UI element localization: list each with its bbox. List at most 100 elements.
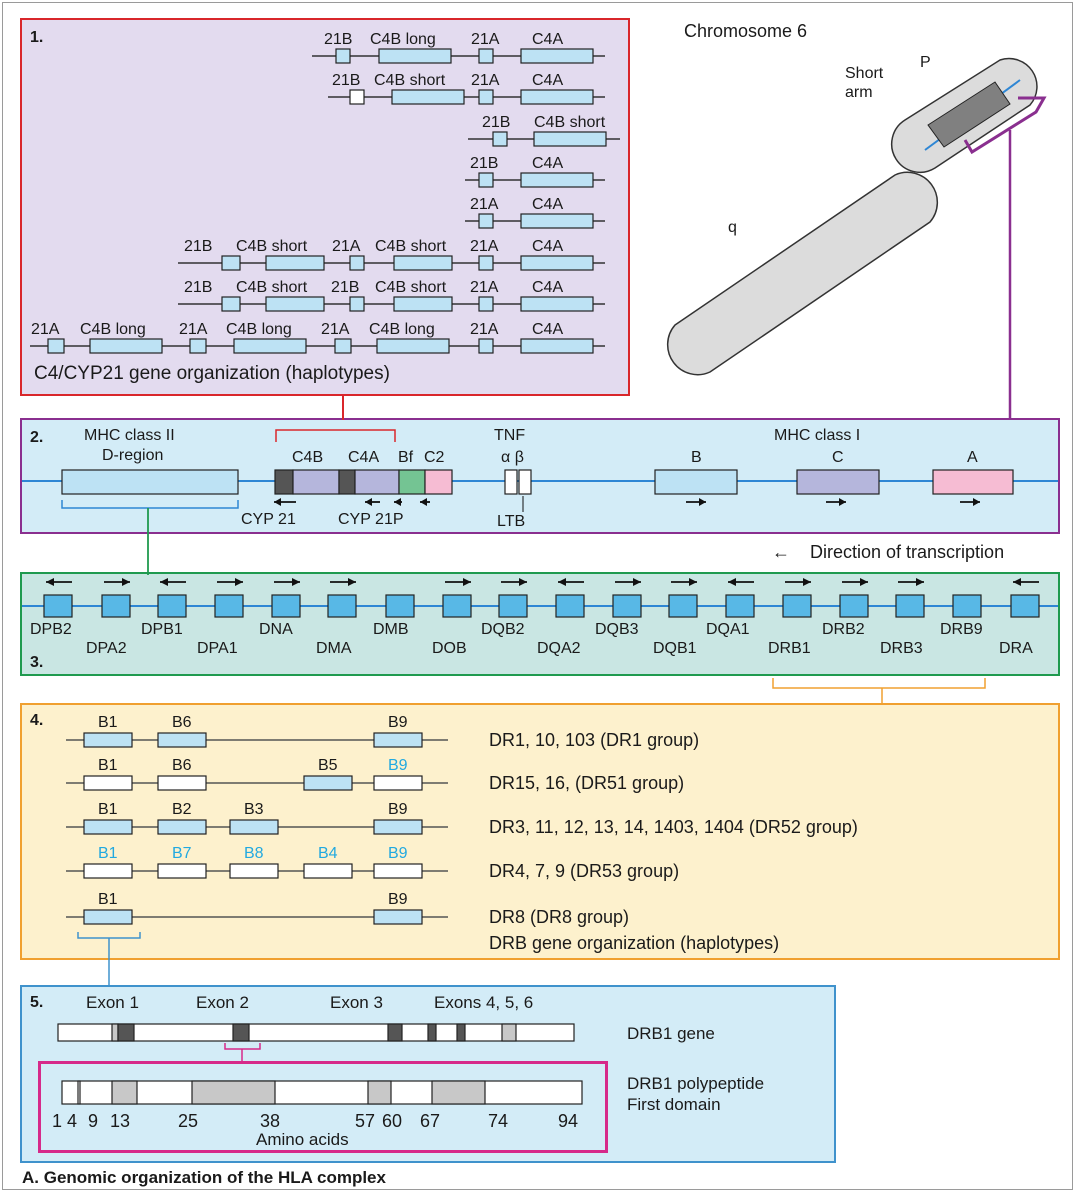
amino-acid-tick-1: 1	[52, 1112, 62, 1130]
exon-block	[233, 1024, 249, 1041]
drb-haplotype-text: DR15, 16, (DR51 group)	[489, 774, 684, 792]
amino-acid-tick-25: 25	[178, 1112, 198, 1130]
drb-gene-label-b9: B9	[388, 892, 408, 908]
amino-acids-label: Amino acids	[256, 1131, 349, 1148]
polypeptide-bar	[62, 1081, 582, 1104]
class2-gene-box	[726, 595, 754, 617]
gene-label-21a: 21A	[471, 72, 500, 89]
gene-label-21b: 21B	[482, 114, 510, 131]
gene-box-21b	[336, 49, 350, 63]
gene-label-21b: 21B	[332, 72, 360, 89]
chromosome-title: Chromosome 6	[684, 22, 807, 40]
drb-haplotype-text: DR1, 10, 103 (DR1 group)	[489, 731, 699, 749]
arrowhead	[558, 578, 566, 586]
gene-label-21a: 21A	[31, 321, 60, 338]
bf-label: Bf	[398, 450, 413, 466]
drb-gene-box-b3	[230, 820, 278, 834]
gene-box-c4b-short	[394, 297, 452, 311]
panel-5-number: 5.	[30, 995, 43, 1011]
gene-label-drb9: DRB9	[940, 622, 983, 638]
gene-box-21b	[350, 90, 364, 104]
gene-box-21b	[493, 132, 507, 146]
gene-box-21a	[479, 90, 493, 104]
amino-acid-tick-67: 67	[420, 1112, 440, 1130]
c4b-label: C4B	[292, 450, 323, 466]
amino-acid-tick-4: 4	[67, 1112, 77, 1130]
drb-gene-box-b9	[374, 820, 422, 834]
gene-label-c4a: C4A	[532, 279, 563, 296]
gene-box-c4a	[521, 297, 593, 311]
gene-box-21b	[222, 297, 240, 311]
gene-label-c4a: C4A	[532, 155, 563, 172]
drb-gene-label-b9: B9	[388, 846, 408, 862]
drb-gene-label-b8: B8	[244, 846, 264, 862]
class2-gene-box	[556, 595, 584, 617]
drb-region-bracket	[773, 678, 985, 688]
gene-label-drb3: DRB3	[880, 641, 923, 657]
drb-gene-box-b1	[84, 910, 132, 924]
arrowhead	[292, 578, 300, 586]
drb1-gene-label: DRB1 gene	[627, 1025, 715, 1042]
arrowhead	[839, 498, 846, 506]
gene-label-21a: 21A	[470, 321, 499, 338]
gene-label-c4b-short: C4B short	[374, 72, 446, 89]
panel-2-number: 2.	[30, 430, 43, 446]
cyp21-label: CYP 21	[241, 512, 296, 528]
class2-gene-box	[896, 595, 924, 617]
drb-gene-label-b1: B1	[98, 758, 118, 774]
cyp21p-label: CYP 21P	[338, 512, 404, 528]
class2-gene-box	[953, 595, 981, 617]
gene-label-c4a: C4A	[532, 238, 563, 255]
drb-gene-label-b1: B1	[98, 715, 118, 731]
arrowhead	[274, 498, 281, 506]
class2-gene-box	[44, 595, 72, 617]
amino-acid-tick-60: 60	[382, 1112, 402, 1130]
gene-box-c4b-short	[392, 90, 464, 104]
exon-block	[502, 1024, 516, 1041]
hla-b-label: B	[691, 450, 702, 466]
gene-label-c4b-long: C4B long	[226, 321, 292, 338]
arrowhead	[463, 578, 471, 586]
drb-gene-label-b9: B9	[388, 802, 408, 818]
arrowhead	[46, 578, 54, 586]
figure-caption: A. Genomic organization of the HLA compl…	[22, 1169, 386, 1186]
gene-label-dpa2: DPA2	[86, 641, 127, 657]
d-region-box	[62, 470, 238, 494]
drb-gene-box-b6	[158, 733, 206, 747]
gene-box-21a	[479, 214, 493, 228]
amino-acid-tick-13: 13	[110, 1112, 130, 1130]
gene-label-c4b-long: C4B long	[370, 31, 436, 48]
c4a-label: C4A	[348, 450, 379, 466]
gene-label-c4a: C4A	[532, 321, 563, 338]
bf-box	[399, 470, 425, 494]
gene-label-dma: DMA	[316, 641, 352, 657]
direction-of-transcription-label: Direction of transcription	[810, 543, 1004, 561]
short-arm-label-2: arm	[845, 85, 873, 101]
gene-label-c4b-short: C4B short	[375, 238, 447, 255]
gene-label-dqa2: DQA2	[537, 641, 581, 657]
class2-gene-box	[386, 595, 414, 617]
gene-label-21b: 21B	[184, 238, 212, 255]
amino-acid-tick-74: 74	[488, 1112, 508, 1130]
cyp21p-box	[339, 470, 355, 494]
c4a-box	[355, 470, 399, 494]
class2-gene-box	[1011, 595, 1039, 617]
transcription-arrow-icon: ←	[772, 543, 790, 561]
drb-gene-label-b7: B7	[172, 846, 192, 862]
arrowhead	[160, 578, 168, 586]
gene-label-c4b-short: C4B short	[236, 279, 308, 296]
gene-label-dqb1: DQB1	[653, 641, 697, 657]
arrowhead	[394, 498, 401, 506]
arrowhead	[235, 578, 243, 586]
tnf-alpha-box	[505, 470, 517, 494]
hla-c-box	[797, 470, 879, 494]
exon-block	[457, 1024, 465, 1041]
arrowhead	[916, 578, 924, 586]
hla-a-label: A	[967, 450, 978, 466]
gene-box-21b	[479, 173, 493, 187]
arrowhead	[860, 578, 868, 586]
drb-gene-label-b1: B1	[98, 892, 118, 908]
gene-box-c4b-long	[377, 339, 449, 353]
arrowhead	[803, 578, 811, 586]
class2-gene-box	[215, 595, 243, 617]
